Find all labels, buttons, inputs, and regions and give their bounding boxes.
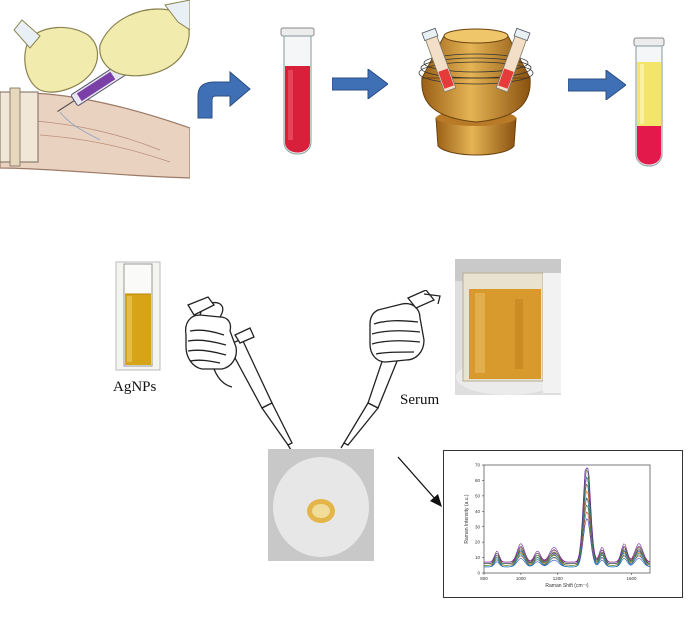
curved-arrow-icon xyxy=(197,70,251,119)
serum-container-icon xyxy=(455,259,561,395)
y-tick-label: 10 xyxy=(475,555,481,560)
arrow-diagonal-icon xyxy=(397,456,442,507)
spectrum-line xyxy=(484,511,651,566)
curved-arrow-1 xyxy=(190,70,252,120)
y-tick-label: 40 xyxy=(475,509,481,514)
y-tick-label: 0 xyxy=(477,571,480,576)
y-tick-label: 20 xyxy=(475,540,481,545)
x-tick-label: 1600 xyxy=(627,576,638,581)
right-pipette xyxy=(328,290,443,450)
x-tick-label: 1000 xyxy=(516,576,527,581)
serum-label: Serum xyxy=(400,392,440,408)
x-tick-label: 1200 xyxy=(553,576,564,581)
arrow-3 xyxy=(568,70,626,100)
arrow-right-icon xyxy=(568,70,626,100)
serum-separated-tube-icon xyxy=(633,37,665,167)
y-tick-label: 60 xyxy=(475,478,481,483)
y-axis-label: Raman Intensity (a.u.) xyxy=(464,494,470,544)
syringe-blood-draw-icon xyxy=(0,0,190,179)
x-tick-label: 800 xyxy=(480,576,488,581)
plot-frame xyxy=(483,464,651,574)
y-tick-label: 50 xyxy=(475,493,481,498)
spectrum-line xyxy=(484,467,651,564)
sample-drop-substrate-icon xyxy=(268,449,374,561)
serum-container xyxy=(455,259,561,395)
arrow-right-icon xyxy=(332,69,388,99)
y-tick-label: 30 xyxy=(475,524,481,529)
x-axis-label: Raman Shift (cm⁻¹) xyxy=(545,583,589,589)
y-tick-label: 70 xyxy=(475,463,481,468)
spectrum-line xyxy=(484,469,651,566)
blood-draw-illustration xyxy=(0,0,190,180)
substrate xyxy=(268,449,374,561)
centrifuge xyxy=(404,18,549,160)
agnps-cuvette xyxy=(114,260,162,372)
arrow-2 xyxy=(332,69,388,99)
agnps-label: AgNPs xyxy=(113,379,157,395)
centrifuge-icon xyxy=(418,27,534,156)
pipette-hand-icon xyxy=(184,296,293,450)
left-pipette xyxy=(180,295,305,450)
blood-tube xyxy=(275,24,320,164)
pipette-hand-icon xyxy=(340,290,441,449)
spectrum-line xyxy=(484,476,651,568)
spectrum-line xyxy=(484,467,651,563)
spectrum-line xyxy=(484,518,651,568)
blood-tube-icon xyxy=(280,27,315,155)
agnps-cuvette-icon xyxy=(115,261,161,371)
separated-tube xyxy=(630,36,668,174)
arrow-to-spectra xyxy=(396,455,446,510)
